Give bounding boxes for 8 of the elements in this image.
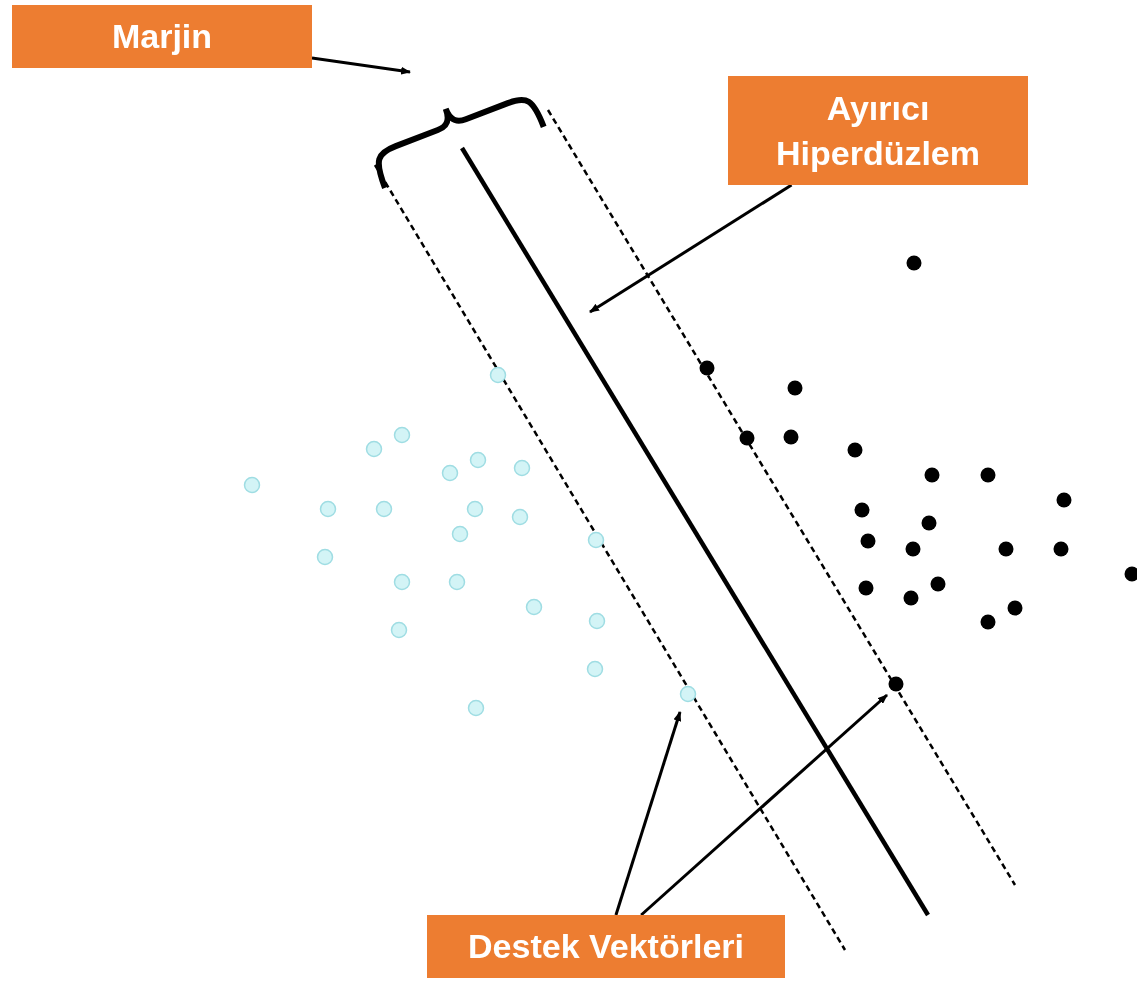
arrow [589,183,793,314]
curly-brace [375,96,547,189]
arrow [640,693,888,917]
callout-box: Ayırıcı Hiperdüzlem [728,76,1028,185]
arrow [614,711,682,916]
callout-box: Marjin [12,5,312,68]
callout-box: Destek Vektörleri [427,915,785,978]
arrow [311,56,411,75]
